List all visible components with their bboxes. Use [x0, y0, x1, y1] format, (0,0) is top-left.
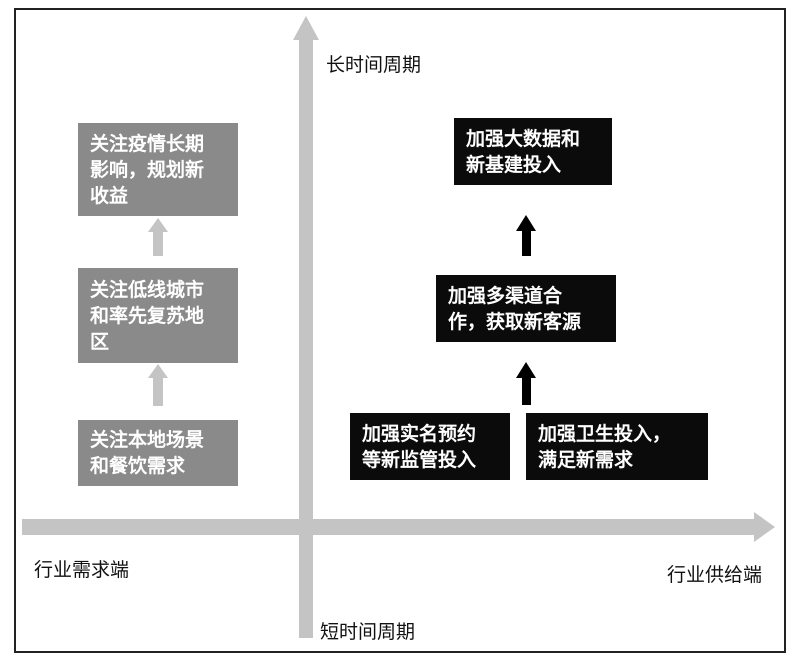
- gray-box-long-term: 关注疫情长期 影响，规划新 收益: [78, 123, 238, 216]
- gray-box-local-scene: 关注本地场景 和餐饮需求: [78, 420, 238, 486]
- vertical-axis-arrowhead: [293, 16, 319, 40]
- axis-label-left: 行业需求端: [34, 559, 130, 581]
- black-box-hygiene: 加强卫生投入， 满足新需求: [526, 413, 708, 480]
- diagram-frame: [14, 8, 786, 653]
- vertical-axis: [299, 36, 313, 638]
- axis-label-bottom: 短时间周期: [320, 621, 416, 643]
- gray-up-arrow-1: [148, 218, 168, 256]
- axis-label-right: 行业供给端: [667, 564, 763, 586]
- black-box-real-name: 加强实名预约 等新监管投入: [350, 413, 510, 480]
- horizontal-axis-arrowhead: [754, 512, 775, 542]
- horizontal-axis: [22, 519, 758, 535]
- black-box-multi-channel: 加强多渠道合 作，获取新客源: [436, 275, 616, 342]
- black-up-arrow-1: [516, 215, 536, 256]
- axis-label-top: 长时间周期: [326, 54, 422, 76]
- gray-up-arrow-2: [148, 364, 168, 406]
- gray-box-lower-tier: 关注低线城市 和率先复苏地 区: [78, 268, 238, 363]
- black-box-big-data: 加强大数据和 新基建投入: [454, 118, 612, 185]
- black-up-arrow-2: [516, 362, 536, 405]
